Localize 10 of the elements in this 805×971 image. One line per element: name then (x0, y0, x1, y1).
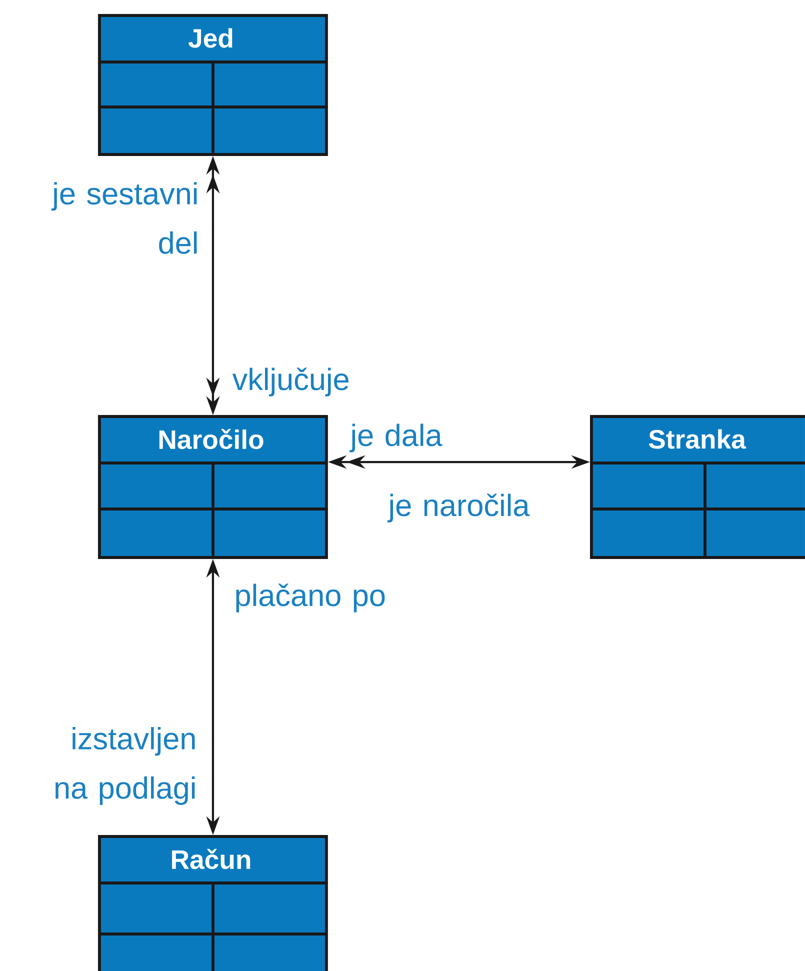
entity-table: Stranka (590, 415, 805, 559)
role-label: je dala (350, 424, 442, 452)
role-label: je naročila (388, 494, 530, 522)
role-label: vključuje (232, 368, 348, 396)
role-label: plačano po (236, 584, 385, 612)
role-label: je sestavni del (51, 182, 197, 254)
entity-table: Račun (98, 835, 328, 971)
entity-table: Jed (98, 14, 328, 156)
entity-table: Naročilo (98, 415, 328, 559)
role-label: izstavljen na podlagi (56, 727, 195, 805)
